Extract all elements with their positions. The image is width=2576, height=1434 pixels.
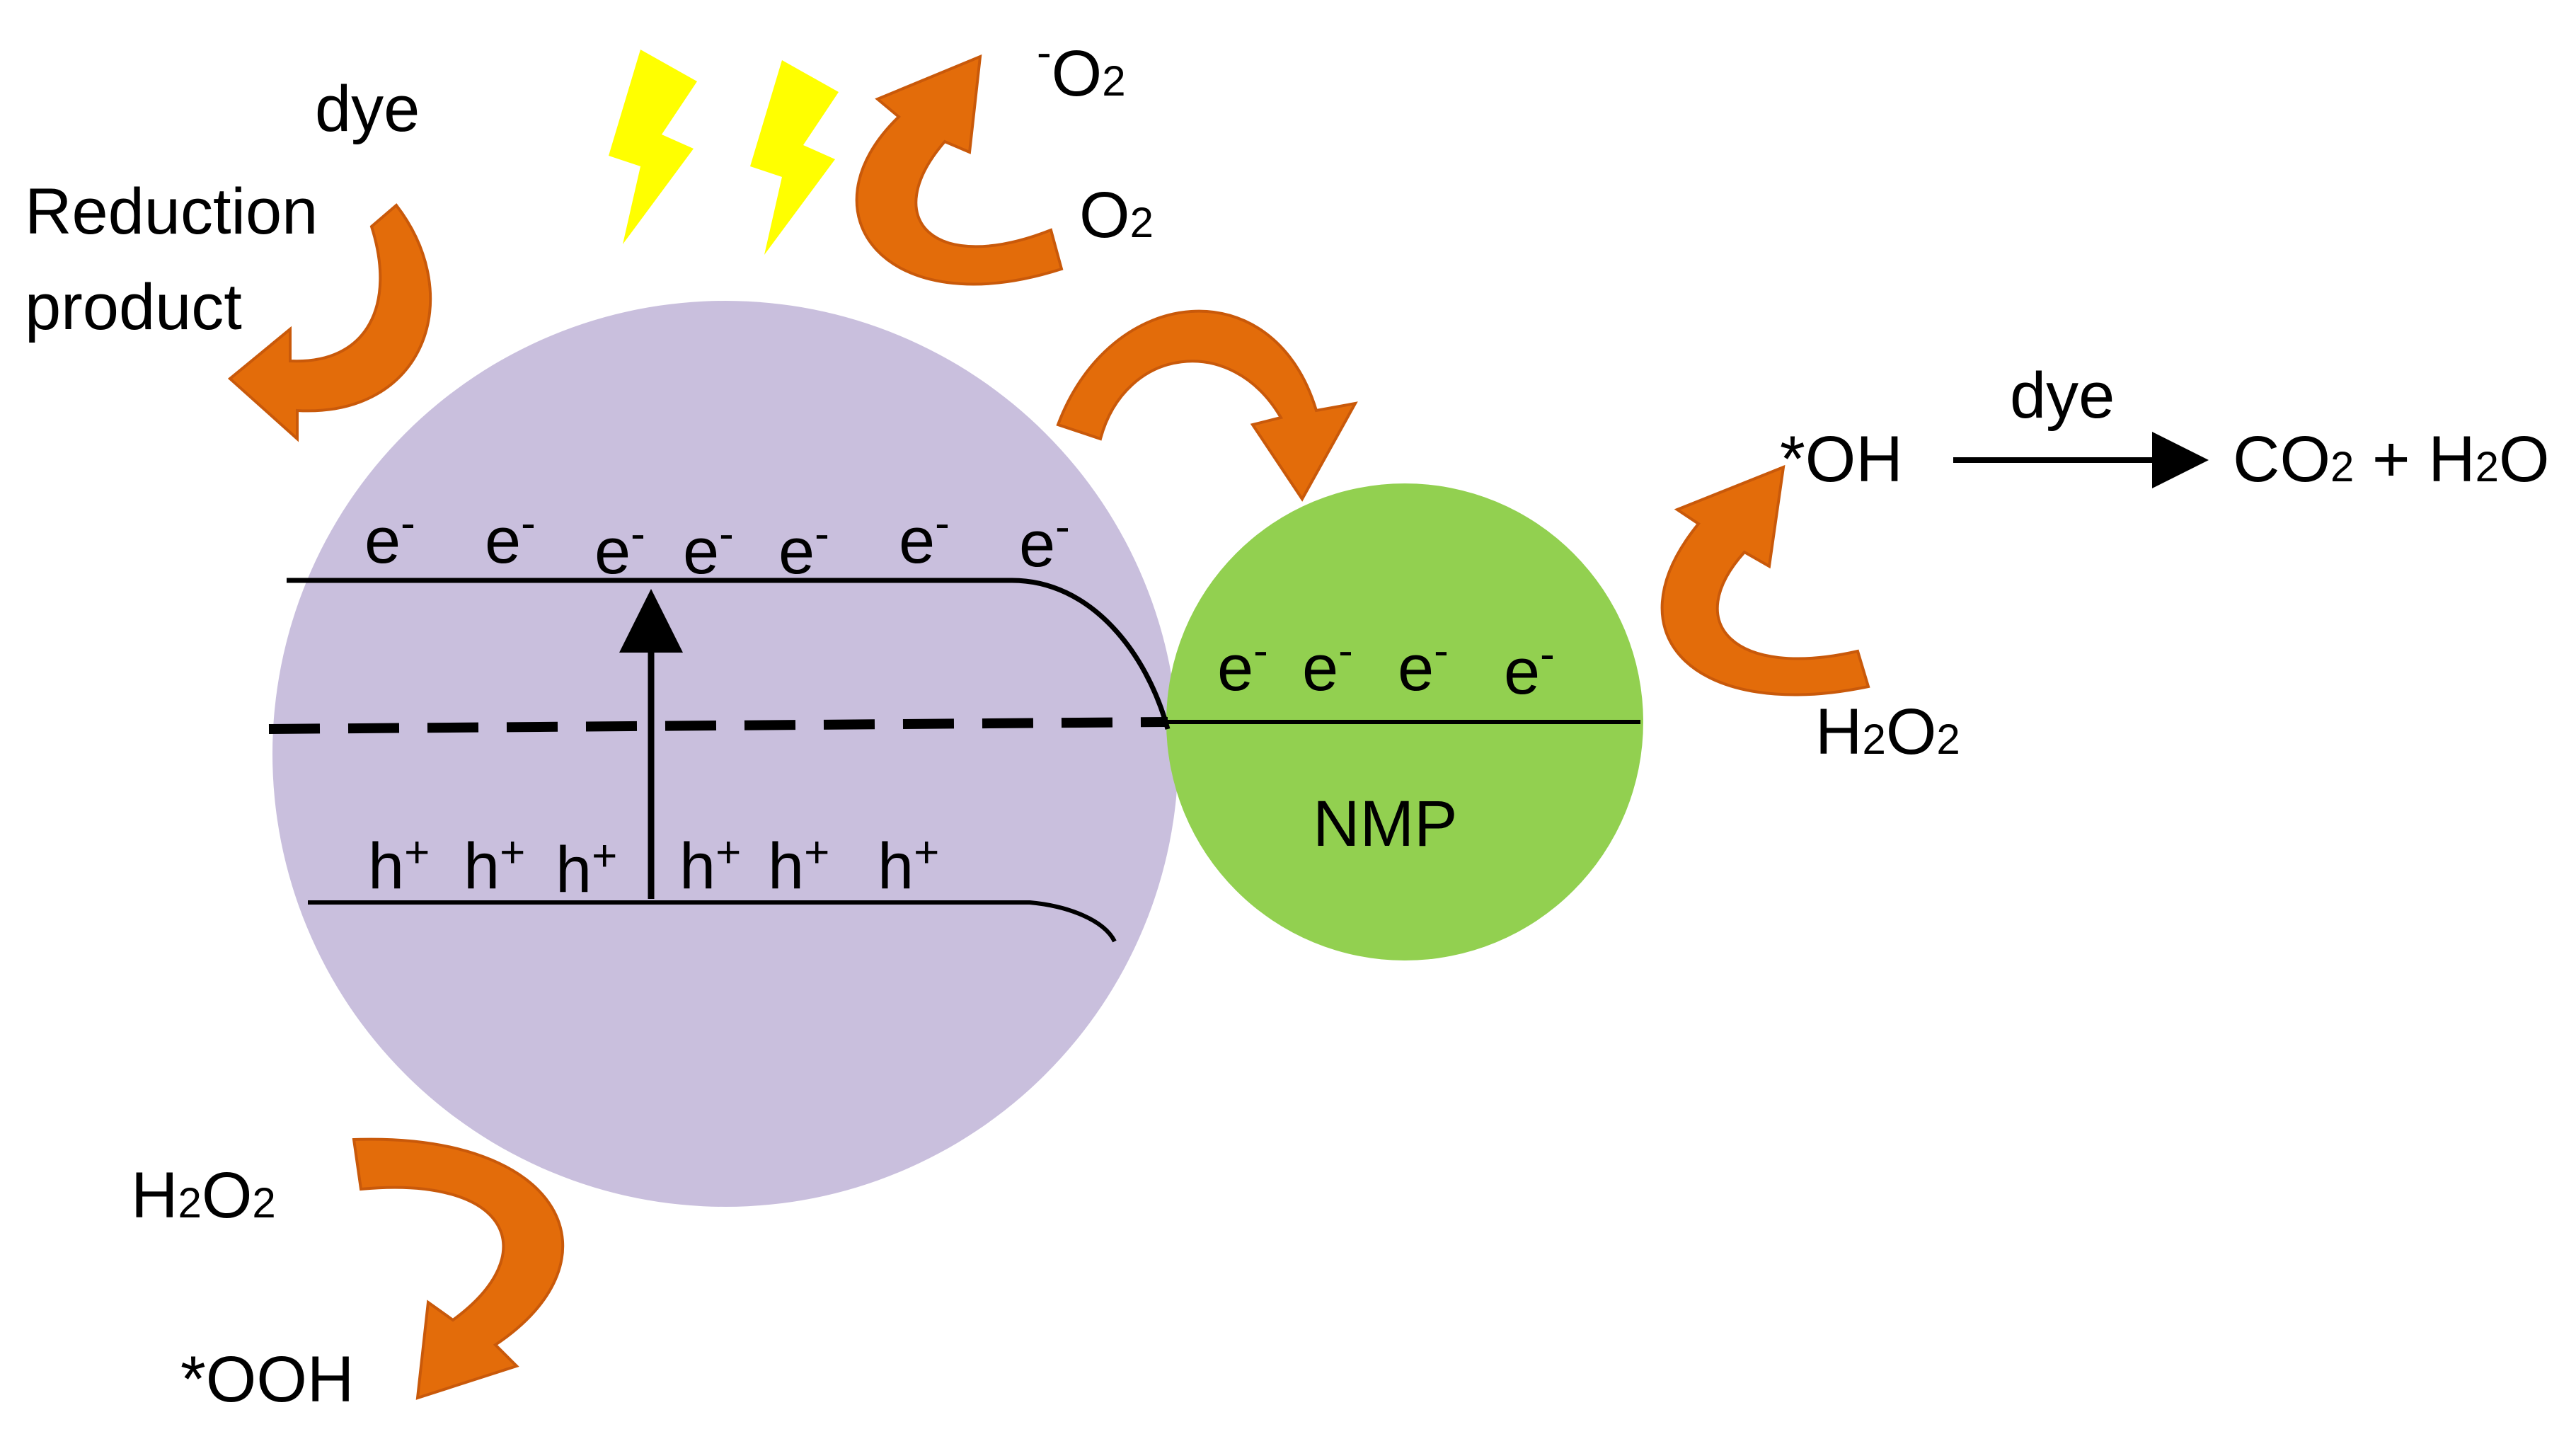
light-bolt-icon [750, 60, 839, 255]
nmp-electrons: e- e- e- e- [1217, 626, 1555, 708]
curved-arrow-icon [855, 54, 1064, 286]
reduction-label: Reduction [25, 176, 318, 248]
electron-label: e- [1019, 503, 1070, 580]
dye-label: dye [315, 73, 420, 145]
hole-label: h+ [768, 828, 829, 902]
conduction-band-line [287, 578, 1171, 730]
light-bolt-icon [609, 50, 697, 244]
semiconductor-particle [272, 301, 1178, 1207]
fermi-level-line [268, 717, 1168, 734]
electron-label: e- [899, 499, 950, 577]
dye-arrow-label: dye [2010, 360, 2115, 432]
electron-label: e- [683, 510, 734, 587]
valence-band-holes: h+ h+ h+ h+ h+ h+ [368, 828, 939, 906]
hole-label: h+ [679, 828, 741, 902]
hole-label: h+ [464, 828, 525, 902]
superoxide-label: -O2 [1037, 28, 1126, 110]
electron-label: e- [1398, 626, 1449, 704]
nmp-label: NMP [1313, 788, 1457, 860]
h2o2-right-label: H2O2 [1815, 696, 1960, 768]
curved-arrow-icon [227, 203, 432, 442]
curved-arrow-icon [1056, 309, 1358, 502]
hole-label: h+ [556, 832, 617, 906]
h2o2-bottom-label: H2O2 [131, 1159, 276, 1232]
electron-label: e- [594, 510, 645, 587]
electron-label: e- [1504, 630, 1555, 708]
hydroxyl-radical-label: *OH [1780, 423, 1903, 495]
oxygen-label: O2 [1079, 179, 1154, 251]
curved-arrow-icon [1660, 464, 1870, 696]
hydroperoxyl-radical-label: *OOH [180, 1343, 354, 1416]
valence-band-line [308, 900, 1117, 943]
electron-label: e- [485, 499, 536, 577]
electron-label: e- [1217, 626, 1268, 704]
curved-arrow-icon [352, 1137, 565, 1400]
electron-label: e- [1302, 626, 1353, 704]
product-label: product [25, 271, 242, 343]
electron-label: e- [778, 510, 829, 587]
hole-label: h+ [368, 828, 430, 902]
electron-label: e- [364, 499, 415, 577]
hole-label: h+ [878, 828, 939, 902]
products-label: CO2 + H2O [2233, 423, 2550, 495]
conduction-band-electrons: e- e- e- e- e- e- e- [364, 499, 1070, 587]
